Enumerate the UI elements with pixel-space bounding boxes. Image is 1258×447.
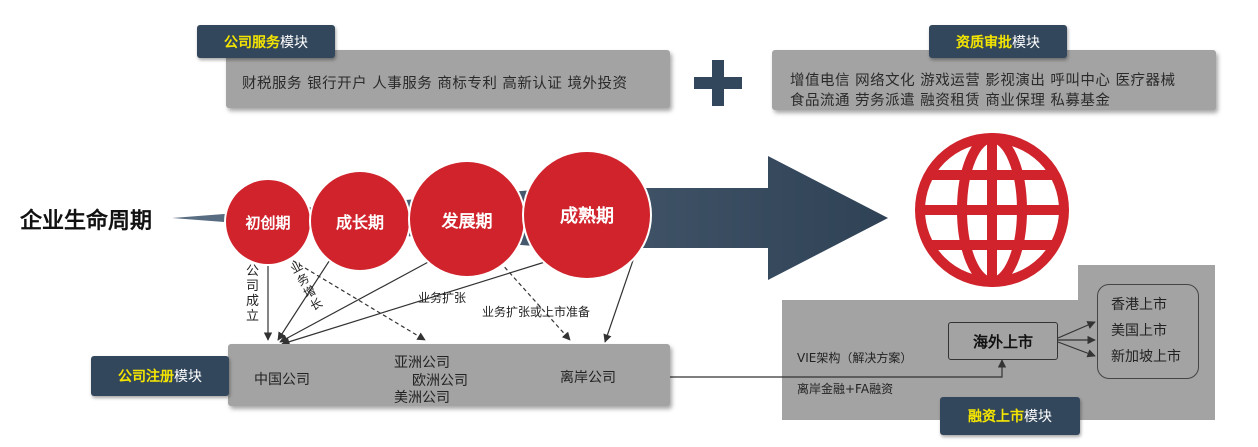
services-list: 财税服务 银行开户 人事服务 商标专利 高新认证 境外投资	[242, 76, 628, 92]
label-company-setup: 公司成立	[246, 264, 260, 324]
listing-tag-highlight: 融资上市	[968, 409, 1024, 425]
approval-line-2: 食品流通 劳务派遣 融资租赁 商业保理 私募基金	[790, 93, 1111, 109]
overseas-listing-box: 海外上市	[948, 322, 1058, 360]
listing-tag-suffix: 模块	[1024, 409, 1052, 425]
stage-maturity: 成熟期	[524, 152, 650, 278]
market-hk: 香港上市	[1111, 297, 1167, 313]
listing-panel	[782, 265, 1215, 420]
globe-icon	[915, 133, 1069, 287]
company-offshore: 离岸公司	[560, 370, 616, 386]
plus-icon	[694, 60, 742, 106]
services-tag-suffix: 模块	[280, 34, 308, 51]
approval-panel	[772, 50, 1216, 110]
company-asia: 亚洲公司	[394, 355, 450, 371]
label-expansion-or-ipo: 业务扩张或上市准备	[482, 305, 591, 319]
services-panel	[226, 50, 670, 108]
offshore-finance: 离岸金融+FA融资	[797, 382, 894, 396]
company-china: 中国公司	[254, 372, 310, 388]
market-us: 美国上市	[1111, 323, 1167, 339]
listing-module-tag: 融资上市模块	[940, 397, 1080, 435]
stage-startup: 初创期	[226, 180, 310, 264]
registration-tag-suffix: 模块	[174, 369, 202, 385]
services-tag-highlight: 公司服务	[224, 34, 280, 51]
market-sg: 新加坡上市	[1111, 349, 1181, 365]
approval-line-1: 增值电信 网络文化 游戏运营 影视演出 呼叫中心 医疗器械	[790, 73, 1176, 89]
stage-development: 发展期	[410, 162, 524, 276]
company-america: 美洲公司	[394, 390, 450, 406]
approval-tag-suffix: 模块	[1012, 34, 1040, 51]
company-europe: 欧洲公司	[412, 373, 468, 389]
registration-panel	[228, 344, 670, 406]
overseas-listing-label: 海外上市	[972, 332, 1033, 351]
label-business-expansion: 业务扩张	[418, 291, 467, 305]
markets-box	[1097, 284, 1199, 379]
stage-growth: 成长期	[311, 172, 409, 270]
approval-tag-highlight: 资质审批	[956, 34, 1012, 51]
lifecycle-title: 企业生命周期	[20, 209, 153, 234]
approval-module-tag: 资质审批模块	[929, 25, 1067, 58]
registration-module-tag: 公司注册模块	[91, 356, 229, 396]
vie-structure: VIE架构（解决方案）	[797, 351, 913, 365]
services-module-tag: 公司服务模块	[197, 25, 335, 58]
registration-tag-highlight: 公司注册	[118, 369, 174, 385]
